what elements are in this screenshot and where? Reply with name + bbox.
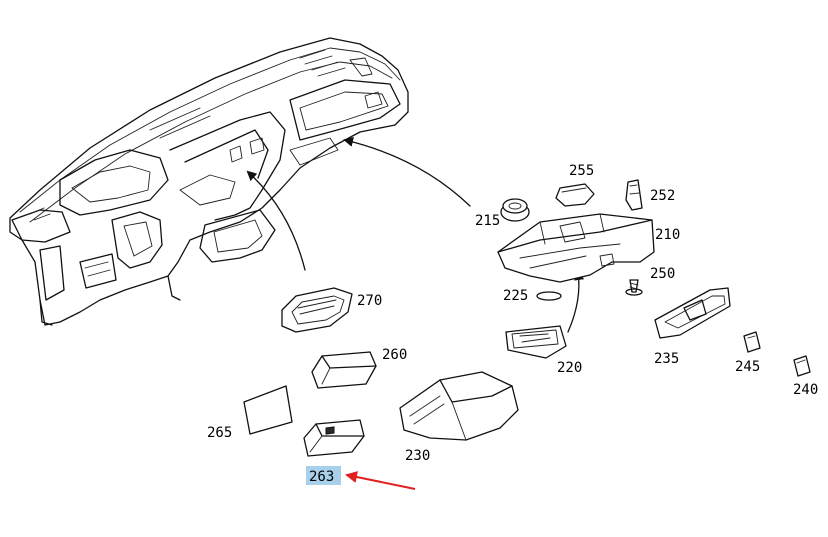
label-220[interactable]: 220 <box>557 360 582 376</box>
part-215-grommet <box>500 198 530 222</box>
label-270[interactable]: 270 <box>357 293 382 309</box>
part-263-small-tray <box>303 419 365 457</box>
part-252-latch <box>625 179 643 211</box>
part-230-knee-panel <box>399 371 519 441</box>
label-210[interactable]: 210 <box>655 227 680 243</box>
arrow-270-to-dash <box>246 170 306 271</box>
label-252[interactable]: 252 <box>650 188 675 204</box>
part-260-tray <box>311 351 377 389</box>
part-270-vent <box>281 287 353 333</box>
label-263[interactable]: 263 <box>309 469 334 485</box>
label-265[interactable]: 265 <box>207 425 232 441</box>
part-210-glovebox-housing <box>497 213 655 283</box>
label-240[interactable]: 240 <box>793 382 818 398</box>
arrow-glovebox-to-dash <box>343 137 471 207</box>
part-250-screw <box>625 279 643 296</box>
part-240-cap <box>793 355 811 377</box>
label-235[interactable]: 235 <box>654 351 679 367</box>
arrow-220-to-210 <box>567 270 585 333</box>
label-250[interactable]: 250 <box>650 266 675 282</box>
highlight-arrow <box>345 471 416 490</box>
label-260[interactable]: 260 <box>382 347 407 363</box>
part-235-handle <box>654 287 731 339</box>
part-245-cap <box>743 331 761 353</box>
part-265-mat <box>243 385 293 435</box>
label-245[interactable]: 245 <box>735 359 760 375</box>
label-225[interactable]: 225 <box>503 288 528 304</box>
part-225-lamp <box>536 291 562 301</box>
label-215[interactable]: 215 <box>475 213 500 229</box>
part-255-clip <box>555 183 595 207</box>
label-255[interactable]: 255 <box>569 163 594 179</box>
label-230[interactable]: 230 <box>405 448 430 464</box>
label-263-highlight <box>306 466 341 485</box>
part-220-lock <box>505 325 567 359</box>
dashboard-assembly <box>9 37 409 326</box>
